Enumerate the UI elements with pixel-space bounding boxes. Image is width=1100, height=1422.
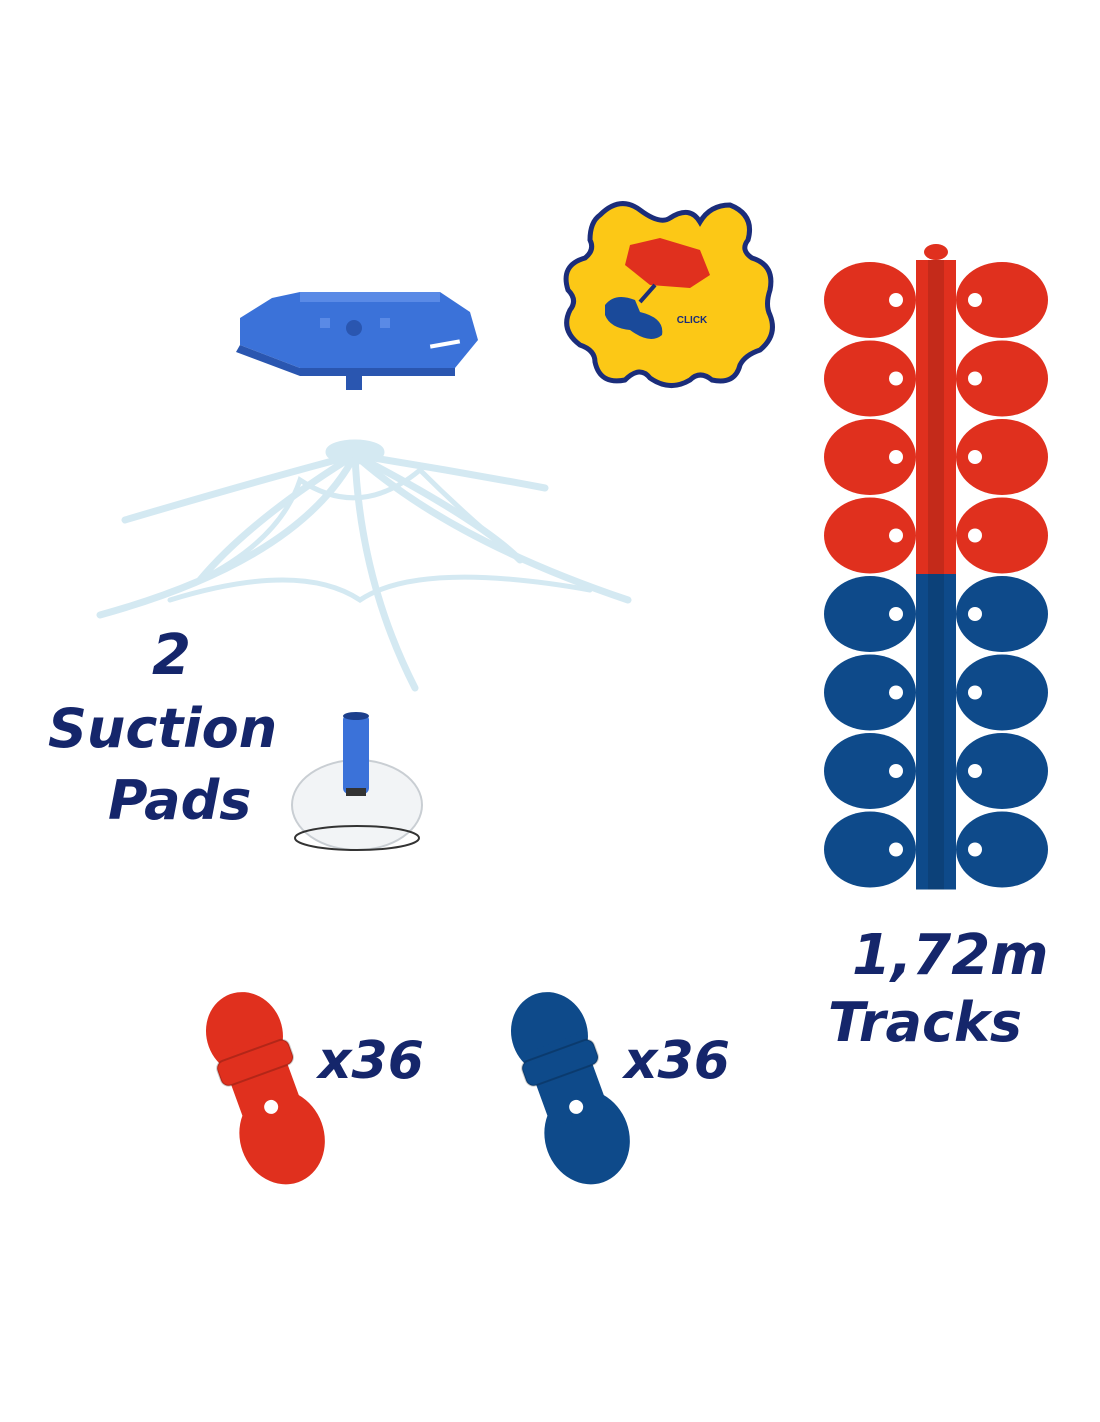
click-text: CLICK	[677, 315, 708, 326]
loose-pieces	[205, 992, 630, 1185]
click-badge: CLICK	[563, 201, 775, 388]
track-segment	[824, 809, 1048, 890]
suction-label-2: Pads	[108, 769, 252, 832]
suction-label-1: Suction	[48, 697, 278, 760]
track-segment	[824, 495, 1048, 576]
track-segment	[824, 652, 1048, 733]
track-label: Tracks	[828, 991, 1023, 1054]
red-piece-qty: x36	[318, 1031, 424, 1091]
track-segment	[824, 260, 1048, 340]
base-plate	[236, 292, 478, 390]
track-segment	[824, 731, 1048, 811]
blue-piece-qty: x36	[624, 1031, 730, 1091]
track-column	[824, 244, 1048, 890]
track-segment	[824, 574, 1048, 654]
track-segment	[824, 417, 1048, 497]
track-length: 1,72m	[852, 923, 1049, 988]
loose-track-piece	[510, 992, 630, 1185]
suction-pad	[291, 712, 423, 851]
track-segment	[824, 338, 1048, 419]
loose-track-piece	[205, 992, 325, 1185]
suction-count: 2	[152, 623, 191, 688]
spider-web	[96, 439, 632, 692]
